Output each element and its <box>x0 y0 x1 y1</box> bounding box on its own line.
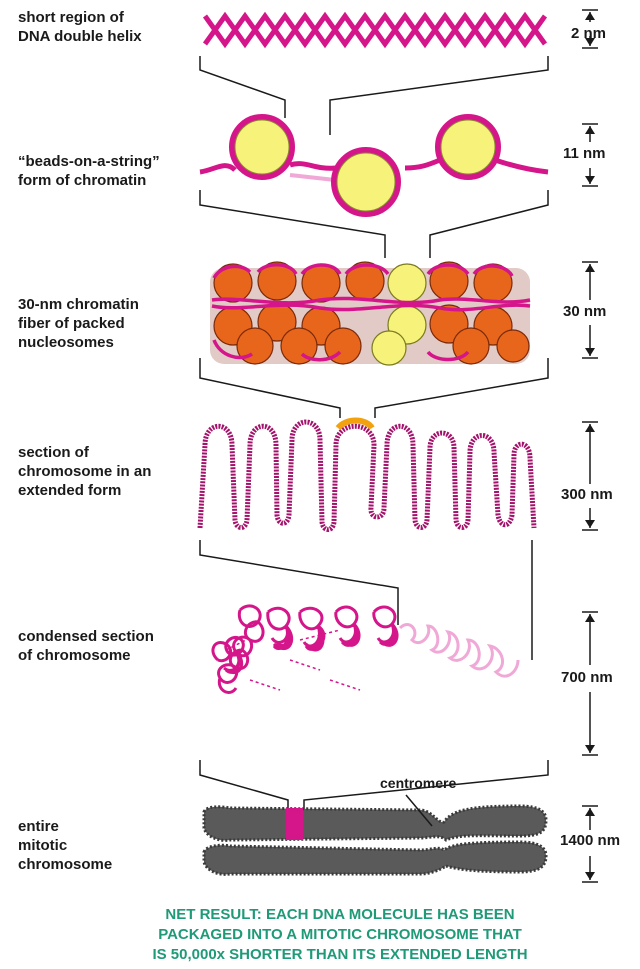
zoom-lines-5 <box>200 760 548 812</box>
dim-bar-700nm <box>582 612 598 755</box>
chromatin-fiber-30nm <box>210 262 530 365</box>
highlighted-band <box>286 808 303 840</box>
nucleosome-bead <box>232 117 292 177</box>
extended-chromosome-loops <box>200 421 534 530</box>
dim-bar-1400nm <box>582 806 598 882</box>
zoom-lines-3 <box>200 358 548 418</box>
mitotic-chromosome <box>204 795 546 874</box>
nucleosome-bead <box>438 117 498 177</box>
highlighted-segment <box>338 421 372 429</box>
dim-bar-300nm <box>582 422 598 530</box>
dna-double-helix <box>205 16 545 44</box>
nucleosome-bead <box>334 150 398 214</box>
beads-on-a-string <box>200 117 548 214</box>
dim-bar-30nm <box>582 262 598 358</box>
condensed-chromosome-section <box>213 606 518 693</box>
